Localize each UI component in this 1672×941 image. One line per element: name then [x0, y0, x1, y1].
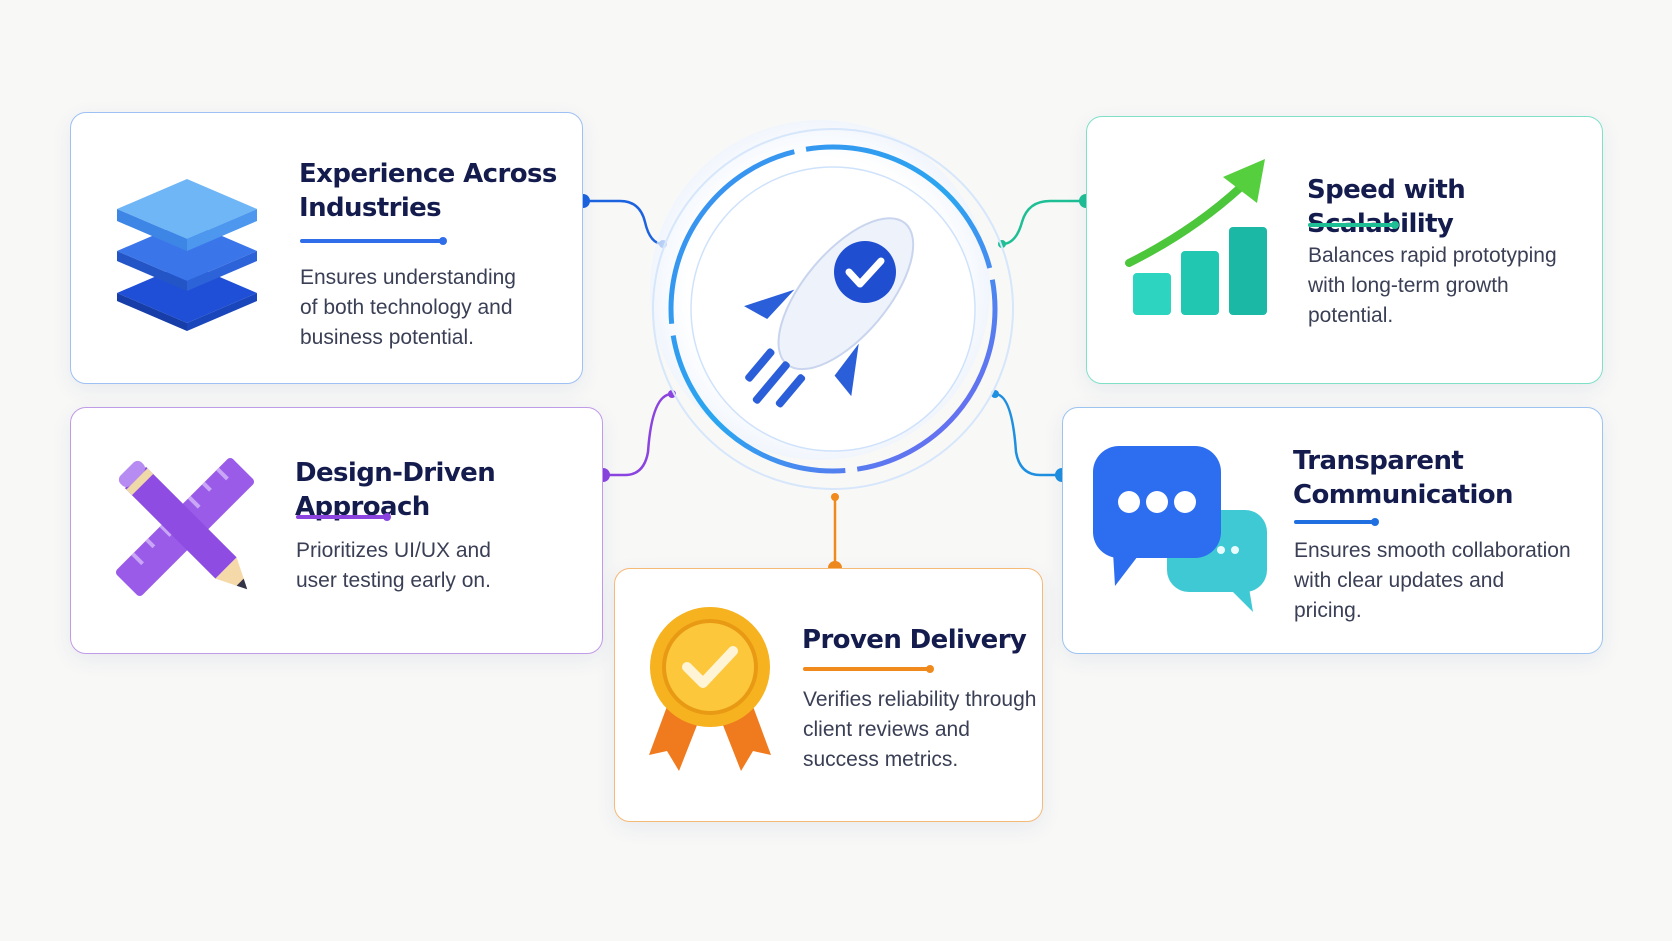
title-underline	[803, 665, 934, 673]
connector-speed	[1001, 199, 1086, 246]
connector-design	[603, 392, 673, 477]
card-description: Balances rapid prototyping with long-ter…	[1308, 244, 1557, 327]
card-speed: Speed with Scalability Balances rapid pr…	[1086, 116, 1603, 384]
card-title: Experience Across Industries	[299, 159, 557, 223]
card-description: Ensures smooth collaboration with clear …	[1294, 539, 1571, 622]
card-proven: Proven Delivery Verifies reliability thr…	[614, 568, 1043, 822]
title-underline	[1308, 221, 1399, 229]
card-design: Design-Driven Approach Prioritizes UI/UX…	[70, 407, 603, 654]
card-title: Speed with Scalability	[1307, 175, 1466, 239]
card-experience: Experience Across Industries Ensures und…	[70, 112, 583, 384]
card-description: Prioritizes UI/UX and user testing early…	[296, 539, 491, 592]
connector-experience	[583, 199, 664, 246]
title-underline	[296, 513, 391, 521]
connector-transparent	[994, 392, 1062, 477]
hub-outer-ring	[668, 144, 998, 474]
card-title: Proven Delivery	[802, 625, 1027, 655]
title-underline	[300, 237, 447, 245]
card-description: Verifies reliability through client revi…	[803, 688, 1037, 771]
pencil-ruler-icon	[115, 457, 255, 597]
card-description: Ensures understanding of both technology…	[300, 266, 516, 349]
chat-bubbles-icon	[1093, 446, 1267, 612]
card-title: Transparent Communication	[1293, 446, 1514, 510]
card-transparent: Transparent Communication Ensures smooth…	[1062, 407, 1603, 654]
card-title: Design-Driven Approach	[295, 458, 496, 522]
award-badge-icon	[649, 607, 771, 771]
stacked-layers-icon	[117, 179, 257, 331]
growth-chart-icon	[1125, 159, 1267, 315]
title-underline	[1294, 518, 1379, 526]
